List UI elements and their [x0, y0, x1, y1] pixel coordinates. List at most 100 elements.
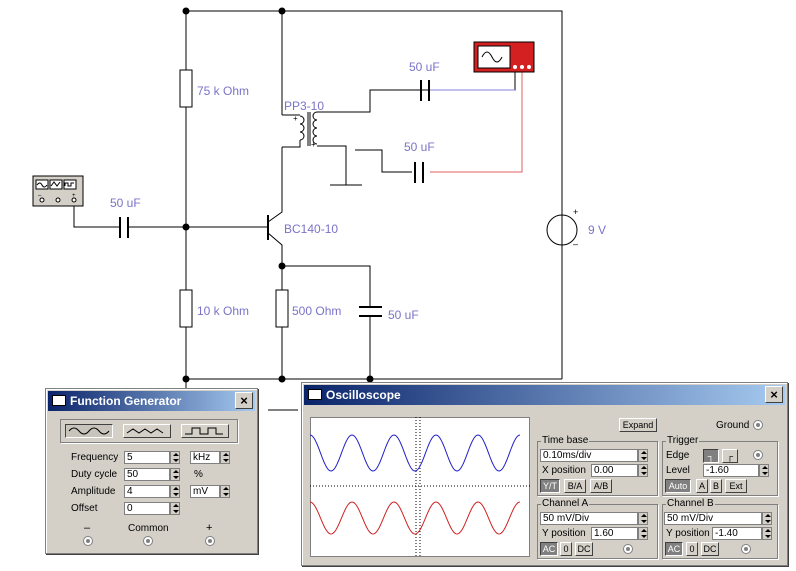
- svg-text:+: +: [573, 207, 578, 217]
- capacitor-input[interactable]: [119, 217, 129, 238]
- offset-input[interactable]: 0: [124, 502, 170, 515]
- triangle-wave-button[interactable]: [123, 424, 171, 438]
- yt-mode-button[interactable]: Y/T: [540, 479, 560, 493]
- amplitude-input[interactable]: 4: [124, 485, 170, 498]
- fg-close-button[interactable]: ×: [235, 392, 253, 409]
- svg-text:+: +: [311, 140, 316, 149]
- svg-text:+: +: [293, 114, 298, 123]
- capacitor-emitter[interactable]: [359, 306, 382, 317]
- trigger-ext-button[interactable]: Ext: [725, 479, 747, 493]
- rising-edge-button[interactable]: ┐: [703, 449, 719, 463]
- channel-b-ypos-spinner[interactable]: [762, 527, 772, 540]
- terminal-common[interactable]: [143, 536, 153, 546]
- duty-cycle-unit: %: [194, 469, 203, 480]
- timebase-input[interactable]: 0.10ms/div: [540, 449, 638, 462]
- fg-titlebar[interactable]: Function Generator ×: [48, 391, 255, 411]
- trigger-group: [662, 441, 778, 496]
- duty-cycle-input[interactable]: 50: [124, 468, 170, 481]
- channel-a-ac-button[interactable]: AC: [540, 542, 558, 556]
- channel-a-group: [537, 504, 658, 559]
- x-position-input[interactable]: 0.00: [591, 464, 638, 477]
- amplitude-unit-select[interactable]: mV: [190, 485, 220, 498]
- capacitor-output-top-label: 50 uF: [409, 60, 440, 74]
- expand-button[interactable]: Expand: [619, 418, 657, 432]
- x-position-spinner[interactable]: [638, 464, 648, 477]
- resistor-10k[interactable]: [179, 289, 193, 328]
- capacitor-output-bottom-label: 50 uF: [404, 140, 435, 154]
- ba-mode-button[interactable]: B/A: [564, 479, 586, 493]
- channel-a-scale-spinner[interactable]: [638, 512, 648, 525]
- fg-icon-plus: +: [72, 193, 76, 199]
- channel-b-scale-spinner[interactable]: [762, 512, 772, 525]
- frequency-unit-select[interactable]: kHz: [190, 451, 220, 464]
- trigger-auto-button[interactable]: Auto: [665, 479, 691, 493]
- oscilloscope-screen[interactable]: [310, 417, 530, 557]
- terminal-minus-label: –: [84, 522, 91, 534]
- amplitude-unit-spinner[interactable]: [220, 485, 230, 498]
- trigger-b-button[interactable]: B: [710, 479, 722, 493]
- frequency-input[interactable]: 5: [124, 451, 170, 464]
- square-wave-button[interactable]: [181, 424, 229, 438]
- svg-text:–: –: [573, 239, 578, 249]
- terminal-plus-label: +: [206, 522, 213, 534]
- channel-a-title: Channel A: [541, 498, 590, 509]
- resistor-75k[interactable]: [179, 69, 193, 108]
- battery-9v[interactable]: + –: [546, 207, 578, 249]
- level-label: Level: [666, 465, 690, 476]
- resistor-10k-label: 10 k Ohm: [197, 304, 249, 318]
- terminal-plus[interactable]: [205, 536, 215, 546]
- channel-b-ac-button[interactable]: AC: [665, 542, 683, 556]
- osc-title: Oscilloscope: [326, 388, 401, 402]
- channel-b-ypos-input[interactable]: -1.40: [712, 527, 762, 540]
- ab-mode-button[interactable]: A/B: [590, 479, 612, 493]
- timebase-spinner[interactable]: [638, 449, 648, 462]
- frequency-spinner[interactable]: [170, 451, 180, 464]
- channel-b-trace: [310, 501, 521, 535]
- falling-edge-button[interactable]: ┌: [722, 449, 738, 463]
- x-position-label: X position: [542, 465, 586, 476]
- channel-a-ypos-spinner[interactable]: [638, 527, 648, 540]
- channel-b-ypos-label: Y position: [666, 528, 710, 539]
- channel-b-title: Channel B: [666, 498, 715, 509]
- edge-label: Edge: [666, 450, 690, 461]
- fg-icon-minus: –: [38, 193, 42, 199]
- channel-a-dc-button[interactable]: DC: [575, 542, 593, 556]
- channel-b-zero-button[interactable]: 0: [686, 542, 698, 556]
- channel-a-zero-button[interactable]: 0: [560, 542, 572, 556]
- osc-titlebar[interactable]: Oscilloscope ×: [304, 385, 785, 405]
- duty-cycle-spinner[interactable]: [170, 468, 180, 481]
- frequency-label: Frequency: [71, 452, 119, 463]
- osc-close-button[interactable]: ×: [765, 386, 783, 403]
- capacitor-output-bottom[interactable]: [414, 162, 424, 183]
- channel-a-scale-input[interactable]: 50 mV/Div: [540, 512, 638, 525]
- transistor-label: BC140-10: [284, 222, 338, 236]
- channel-a-terminal[interactable]: [623, 544, 633, 554]
- function-generator-window: Function Generator × Frequency 5 kHz Dut…: [45, 388, 258, 554]
- resistor-500-label: 500 Ohm: [292, 304, 341, 318]
- channel-b-scale-input[interactable]: 50 mV/Div: [664, 512, 762, 525]
- offset-label: Offset: [71, 503, 98, 514]
- trigger-level-input[interactable]: -1.60: [703, 464, 759, 477]
- channel-b-dc-button[interactable]: DC: [701, 542, 719, 556]
- trigger-level-spinner[interactable]: [759, 464, 769, 477]
- ground-terminal[interactable]: [753, 420, 763, 430]
- trigger-a-button[interactable]: A: [696, 479, 708, 493]
- transformer[interactable]: [299, 111, 318, 146]
- amplitude-spinner[interactable]: [170, 485, 180, 498]
- capacitor-emitter-label: 50 uF: [388, 308, 419, 322]
- frequency-unit-spinner[interactable]: [220, 451, 230, 464]
- oscilloscope-window: Oscilloscope × Expand Ground Time base 0…: [301, 382, 788, 566]
- terminal-minus[interactable]: [83, 536, 93, 546]
- resistor-75k-label: 75 k Ohm: [197, 84, 249, 98]
- resistor-500[interactable]: [275, 289, 289, 328]
- trigger-title: Trigger: [666, 435, 700, 446]
- function-generator-icon[interactable]: – +: [32, 175, 84, 207]
- channel-a-ypos-input[interactable]: 1.60: [591, 527, 638, 540]
- offset-spinner[interactable]: [170, 502, 180, 515]
- trigger-terminal[interactable]: [753, 450, 763, 460]
- sine-wave-button[interactable]: [65, 424, 113, 438]
- oscilloscope-icon[interactable]: [473, 41, 535, 73]
- channel-b-terminal[interactable]: [741, 544, 751, 554]
- channel-a-trace: [310, 434, 521, 472]
